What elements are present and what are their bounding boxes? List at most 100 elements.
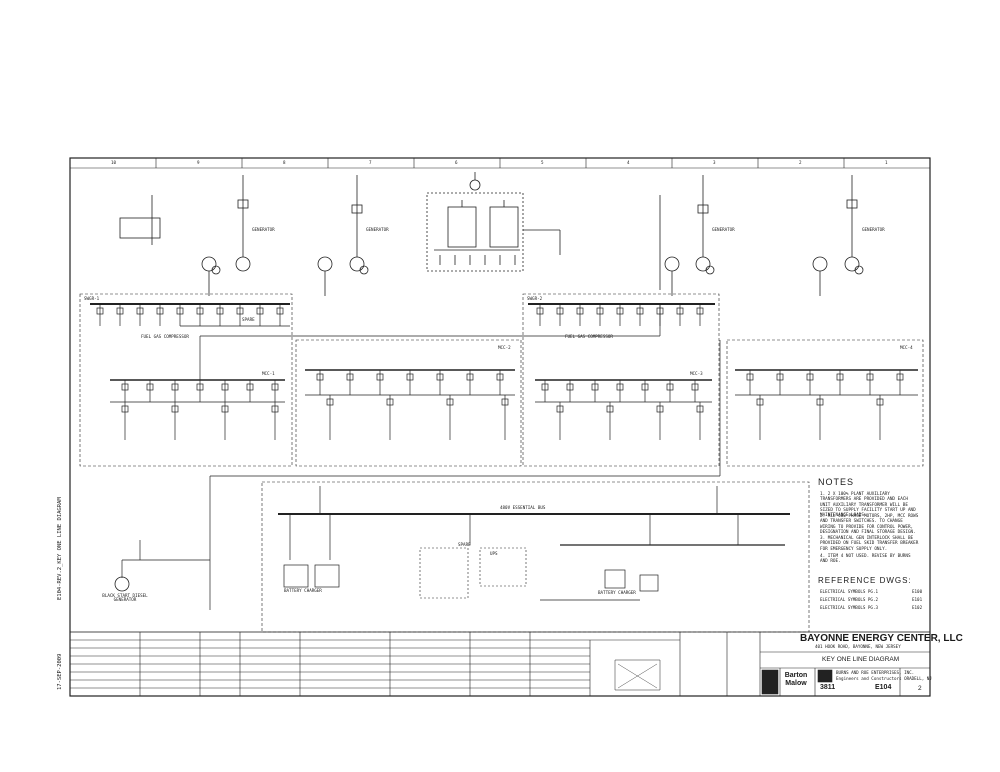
breaker-symbol [376,373,384,381]
breaker-symbol [121,383,129,391]
breaker-symbol [136,307,144,315]
zone-number: 6 [455,160,458,165]
breaker-symbol [196,307,204,315]
zone-number: 3 [713,160,716,165]
breaker-symbol [616,383,624,391]
bus-mcc1-label: MCC-1 [262,371,275,376]
fuel-gas-label-1: FUEL GAS COMPRESSOR [141,334,189,339]
battery-charger-label-1: BATTERY CHARGER [284,588,322,593]
breaker-symbol [246,383,254,391]
zone-number: 2 [799,160,802,165]
breaker-symbol [496,373,504,381]
bus-essential-label: 480V ESSENTIAL BUS [500,505,546,510]
drawing-file-id: E104-REV.2_KEY ONE LINE DIAGRAM [57,497,63,600]
company-name: BAYONNE ENERGY CENTER, LLC [800,633,963,644]
reference-item-2: ELECTRICAL SYMBOLS PG.2 [820,597,878,602]
breaker-symbol [596,307,604,315]
breaker-symbol [536,307,544,315]
breaker-symbol [746,373,754,381]
breaker-symbol [696,307,704,315]
reference-ref-2: E101 [912,597,923,602]
breaker-symbol [591,383,599,391]
breaker-symbol [501,398,509,406]
zone-number: 8 [283,160,286,165]
zone-number: 9 [197,160,200,165]
breaker-symbol [666,383,674,391]
job-number: 3811 [820,684,836,691]
breaker-symbol [116,307,124,315]
generator-label-2: GENERATOR [366,227,389,232]
zone-number: 5 [541,160,544,165]
zone-number: 4 [627,160,630,165]
bus-mcc4-label: MCC-4 [900,345,913,350]
ups-label: UPS [490,551,498,556]
breaker-symbol [641,383,649,391]
breaker-symbol [156,307,164,315]
battery-charger-label-2: BATTERY CHARGER [598,590,636,595]
breaker-symbol [216,307,224,315]
breaker-symbol [866,373,874,381]
spare-label-2: SPARE [458,542,471,547]
breaker-symbol [576,307,584,315]
spare-label-1: SPARE [242,317,255,322]
reference-item-1: ELECTRICAL SYMBOLS PG.1 [820,589,878,594]
generator-label-4: GENERATOR [862,227,885,232]
breaker-symbol [656,405,664,413]
drawing-number: E104 [875,684,892,691]
notes-heading: NOTES [818,477,855,487]
breaker-symbol [556,307,564,315]
breaker-symbol [326,398,334,406]
note-3: 3. MECHANICAL GEN INTERLOCK SHALL BE PRO… [820,536,919,552]
breaker-symbol [146,383,154,391]
breaker-symbol [556,405,564,413]
breaker-symbol [276,307,284,315]
diesel-generator-label: BLACK START DIESEL GENERATOR [102,593,148,603]
breaker-symbol [221,405,229,413]
fuel-gas-label-2: FUEL GAS COMPRESSOR [565,334,613,339]
breaker-symbol [676,307,684,315]
breaker-symbol [346,373,354,381]
breaker-symbol [806,373,814,381]
breaker-symbol [386,398,394,406]
breaker-symbol [876,398,884,406]
bus-mcc3-label: MCC-3 [690,371,703,376]
reference-heading: REFERENCE DWGS: [818,576,912,585]
breaker-symbol [171,383,179,391]
bus-mcc2-label: MCC-2 [498,345,511,350]
breaker-symbol [171,405,179,413]
reference-item-3: ELECTRICAL SYMBOLS PG.3 [820,605,878,610]
generator-label-1: GENERATOR [252,227,275,232]
breaker-symbol [896,373,904,381]
note-4: 4. ITEM 4 NOT USED. REVISE BY BURNS AND … [820,554,911,565]
breaker-symbol [756,398,764,406]
breaker-symbol [406,373,414,381]
breaker-symbol [466,373,474,381]
breaker-symbol [236,307,244,315]
zone-number: 1 [885,160,888,165]
breaker-symbol [616,307,624,315]
drawing-title: KEY ONE LINE DIAGRAM [822,656,900,663]
breaker-symbol [121,405,129,413]
engineer-sub: Engineers and Constructors ORADELL, NJ [836,676,932,681]
breaker-symbol [836,373,844,381]
breaker-symbol [271,405,279,413]
reference-ref-3: E102 [912,605,923,610]
note-2: 2. ALL 480 PHASE MOTORS, 2HP, MCC ROWS A… [820,514,919,536]
reference-ref-1: E100 [912,589,923,594]
breaker-symbol [316,373,324,381]
breaker-symbol [196,383,204,391]
note-1: 1. 2 X 100% PLANT AUXILIARY TRANSFORMERS… [820,492,916,519]
breaker-symbol [436,373,444,381]
company-address: 401 HOOK ROAD, BAYONNE, NEW JERSEY [815,644,901,649]
breaker-symbol [541,383,549,391]
breaker-symbol [176,307,184,315]
breaker-symbol [696,405,704,413]
bus-swgr1-label: SWGR-1 [84,296,100,301]
contractor-logo: Barton Malow [784,672,808,687]
breaker-symbol [636,307,644,315]
zone-number: 7 [369,160,372,165]
breaker-symbol [221,383,229,391]
breaker-symbol [566,383,574,391]
